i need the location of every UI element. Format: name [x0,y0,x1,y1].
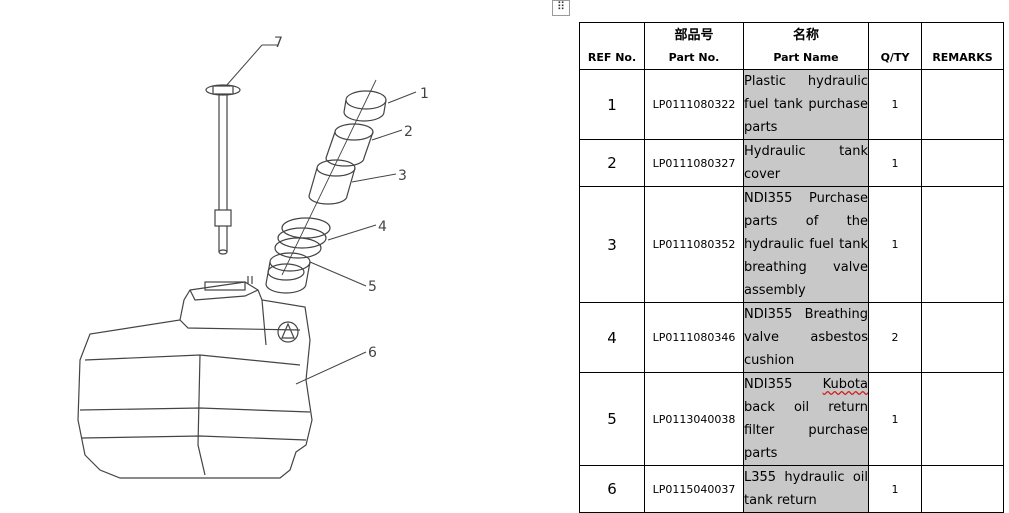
row-part-name: NDI355 Breathing valve asbestos cushion [743,302,869,373]
row-part-name: Hydraulic tank cover [743,139,869,187]
callout-2: 2 [404,124,413,140]
table-row: 6 LP0115040037 L355 hydraulic oil tank r… [579,465,1004,513]
row-ref: 4 [579,302,645,373]
row-remarks [921,69,1004,140]
row-qty: 1 [868,186,922,303]
table-row: 1 LP0111080322 Plastic hydraulic fuel ta… [579,69,1004,140]
row-part-name: NDI355 Kubota back oil return filter pur… [743,372,869,466]
row-part-no: LP0111080346 [644,302,744,373]
breathing-valve-part [308,159,356,205]
callout-1: 1 [420,86,429,102]
row-part-name: L355 hydraulic oil tank return [743,465,869,513]
hydraulic-tank-body [77,276,313,479]
table-row: 3 LP0111080352 NDI355 Purchase parts of … [579,186,1004,303]
row-qty: 2 [868,302,922,373]
row-qty: 1 [868,372,922,466]
callout-leaders [225,44,417,385]
row-ref: 3 [579,186,645,303]
row-part-name: Plastic hydraulic fuel tank purchase par… [743,69,869,140]
row-part-no: LP0111080327 [644,139,744,187]
row-ref: 5 [579,372,645,466]
tank-cover-part [325,123,374,167]
row-qty: 1 [868,69,922,140]
filter-part [265,252,311,294]
part-name-suffix: back oil return filter purchase parts [744,400,868,461]
row-ref: 2 [579,139,645,187]
row-remarks [921,302,1004,373]
dipstick-part [205,84,241,255]
part-name-prefix: NDI355 [744,377,823,392]
header-ref-no: REF No. [579,22,645,70]
row-part-no: LP0113040038 [644,372,744,466]
row-ref: 1 [579,69,645,140]
callout-6: 6 [368,345,377,361]
row-remarks [921,465,1004,513]
table-row: 5 LP0113040038 NDI355 Kubota back oil re… [579,372,1004,466]
row-ref: 6 [579,465,645,513]
table-row: 2 LP0111080327 Hydraulic tank cover 1 [579,139,1004,187]
row-part-no: LP0111080322 [644,69,744,140]
tank-cap-part [343,90,387,122]
row-qty: 1 [868,465,922,513]
header-remarks: REMARKS [921,22,1004,70]
spellcheck-flagged-word[interactable]: Kubota [822,377,868,392]
callout-4: 4 [378,219,387,235]
callout-7: 7 [274,35,283,51]
header-qty: Q/TY [868,22,922,70]
table-move-handle-icon[interactable]: ⠿ [552,0,570,16]
row-qty: 1 [868,139,922,187]
table-row: 4 LP0111080346 NDI355 Breathing valve as… [579,302,1004,373]
callout-5: 5 [368,279,377,295]
row-remarks [921,186,1004,303]
callout-3: 3 [398,168,407,184]
cushion-part [274,217,331,259]
row-remarks [921,372,1004,466]
row-remarks [921,139,1004,187]
row-part-no: LP0111080352 [644,186,744,303]
row-part-name: NDI355 Purchase parts of the hydraulic f… [743,186,869,303]
row-part-no: LP0115040037 [644,465,744,513]
exploded-parts-diagram: 1 2 3 4 5 6 7 [77,35,429,479]
